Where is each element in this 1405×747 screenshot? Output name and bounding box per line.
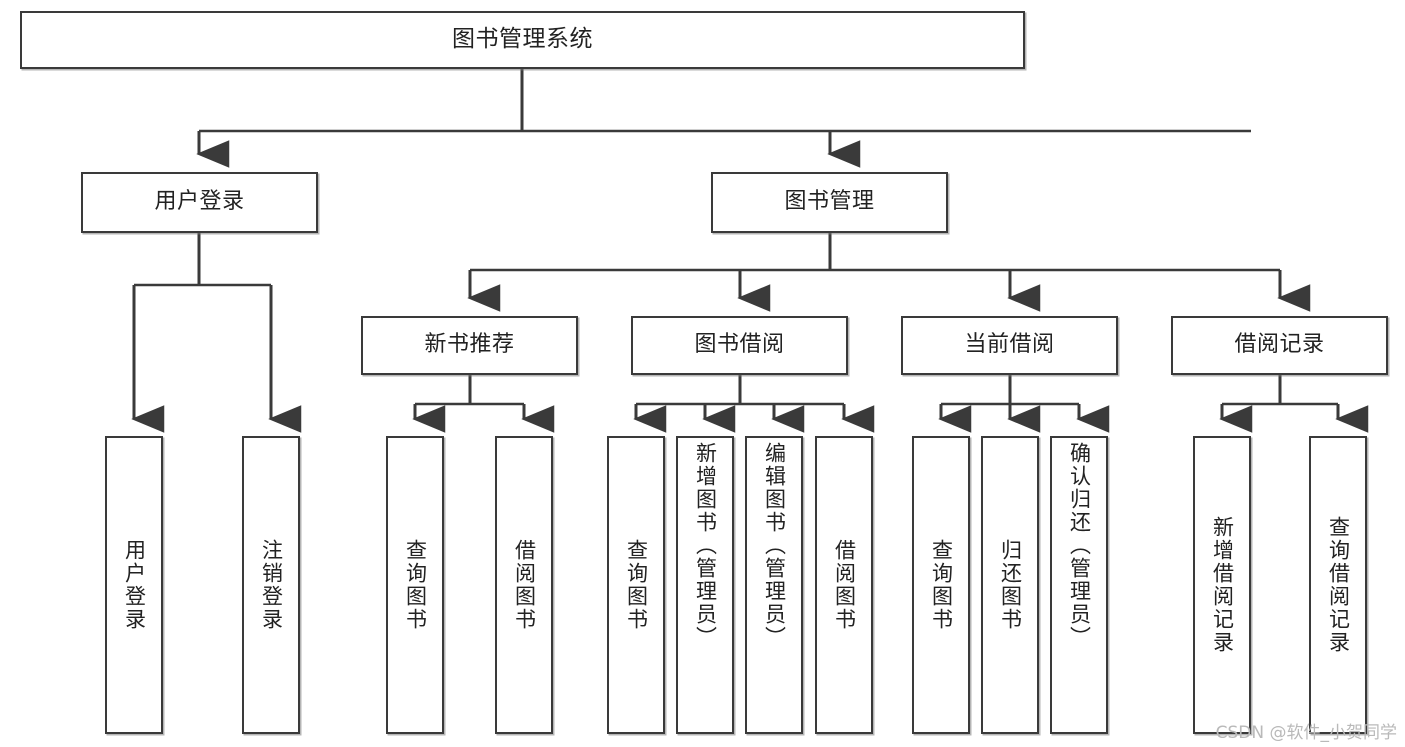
node-label: 用户登录 [122,539,147,631]
node-label: 查询图书 [403,539,428,631]
leaf-query-book-current[interactable]: 查询图书 [912,436,970,734]
node-label: 确认归还（管理员） [1067,442,1092,649]
leaf-query-book-recommend[interactable]: 查询图书 [386,436,444,734]
leaf-query-borrow-record[interactable]: 查询借阅记录 [1309,436,1367,734]
leaf-confirm-return-admin[interactable]: 确认归还（管理员） [1050,436,1108,734]
node-label: 借阅记录 [1234,332,1325,358]
leaf-add-borrow-record[interactable]: 新增借阅记录 [1193,436,1251,734]
node-root-book-management-system[interactable]: 图书管理系统 [20,11,1025,69]
leaf-edit-book-admin[interactable]: 编辑图书（管理员） [745,436,803,734]
leaf-user-login[interactable]: 用户登录 [105,436,163,734]
node-label: 新书推荐 [424,332,515,358]
leaf-borrow-book[interactable]: 借阅图书 [815,436,873,734]
node-label: 查询图书 [624,539,649,631]
leaf-return-book[interactable]: 归还图书 [981,436,1039,734]
node-label: 新增借阅记录 [1210,516,1235,654]
leaf-logout[interactable]: 注销登录 [242,436,300,734]
leaf-borrow-book-recommend[interactable]: 借阅图书 [495,436,553,734]
node-label: 注销登录 [259,539,284,631]
node-label: 新增图书（管理员） [693,442,718,649]
node-label: 借阅图书 [512,539,537,631]
node-label: 图书管理 [784,189,875,215]
node-label: 图书管理系统 [452,26,593,53]
node-borrow-record[interactable]: 借阅记录 [1171,316,1388,375]
node-label: 图书借阅 [694,332,785,358]
node-current-borrow[interactable]: 当前借阅 [901,316,1118,375]
node-label: 查询借阅记录 [1326,516,1351,654]
node-book-management[interactable]: 图书管理 [711,172,948,233]
node-user-login[interactable]: 用户登录 [81,172,318,233]
node-label: 借阅图书 [832,539,857,631]
leaf-query-book-borrow[interactable]: 查询图书 [607,436,665,734]
node-label: 当前借阅 [964,332,1055,358]
node-label: 查询图书 [929,539,954,631]
node-label: 用户登录 [154,189,245,215]
node-label: 编辑图书（管理员） [762,442,787,649]
node-label: 归还图书 [998,539,1023,631]
node-new-book-recommend[interactable]: 新书推荐 [361,316,578,375]
csdn-watermark: CSDN @软件_小贺同学 [1215,723,1397,743]
node-book-borrow[interactable]: 图书借阅 [631,316,848,375]
leaf-add-book-admin[interactable]: 新增图书（管理员） [676,436,734,734]
